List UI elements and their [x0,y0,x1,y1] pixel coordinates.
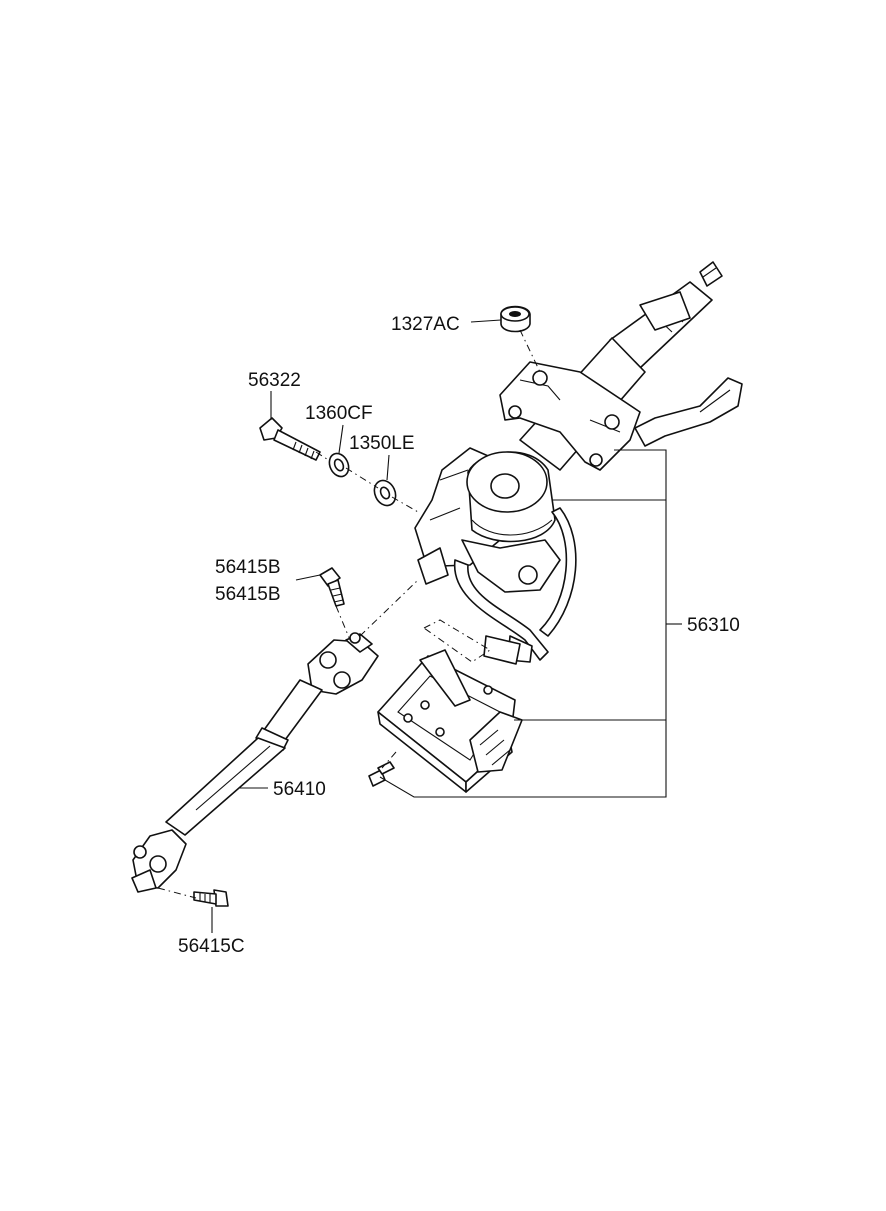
label-1350LE: 1350LE [349,433,415,454]
label-56310: 56310 [687,615,740,636]
nut-1327AC [500,305,531,333]
alignment-lines [157,329,541,899]
label-56415B-2: 56415B [215,584,281,605]
label-56415B-1: 56415B [215,557,281,578]
washer-1360CF [328,452,350,478]
part-labels: 1327AC 56322 1360CF 1350LE 56415B 56415B… [178,314,740,957]
label-56415C: 56415C [178,936,245,957]
intermediate-shaft [131,632,379,893]
ecu-screw [368,761,395,787]
label-1360CF: 1360CF [305,403,373,424]
label-56322: 56322 [248,370,301,391]
steering-column-assembly [414,261,743,665]
label-56410: 56410 [273,779,326,800]
washer-1350LE [373,479,397,507]
ecu-module [377,649,523,793]
leader-lines [211,319,682,933]
bolt-56415B [319,567,345,607]
label-1327AC: 1327AC [391,314,460,335]
bolt-56415C [193,889,229,907]
bolt-56322 [259,417,321,461]
